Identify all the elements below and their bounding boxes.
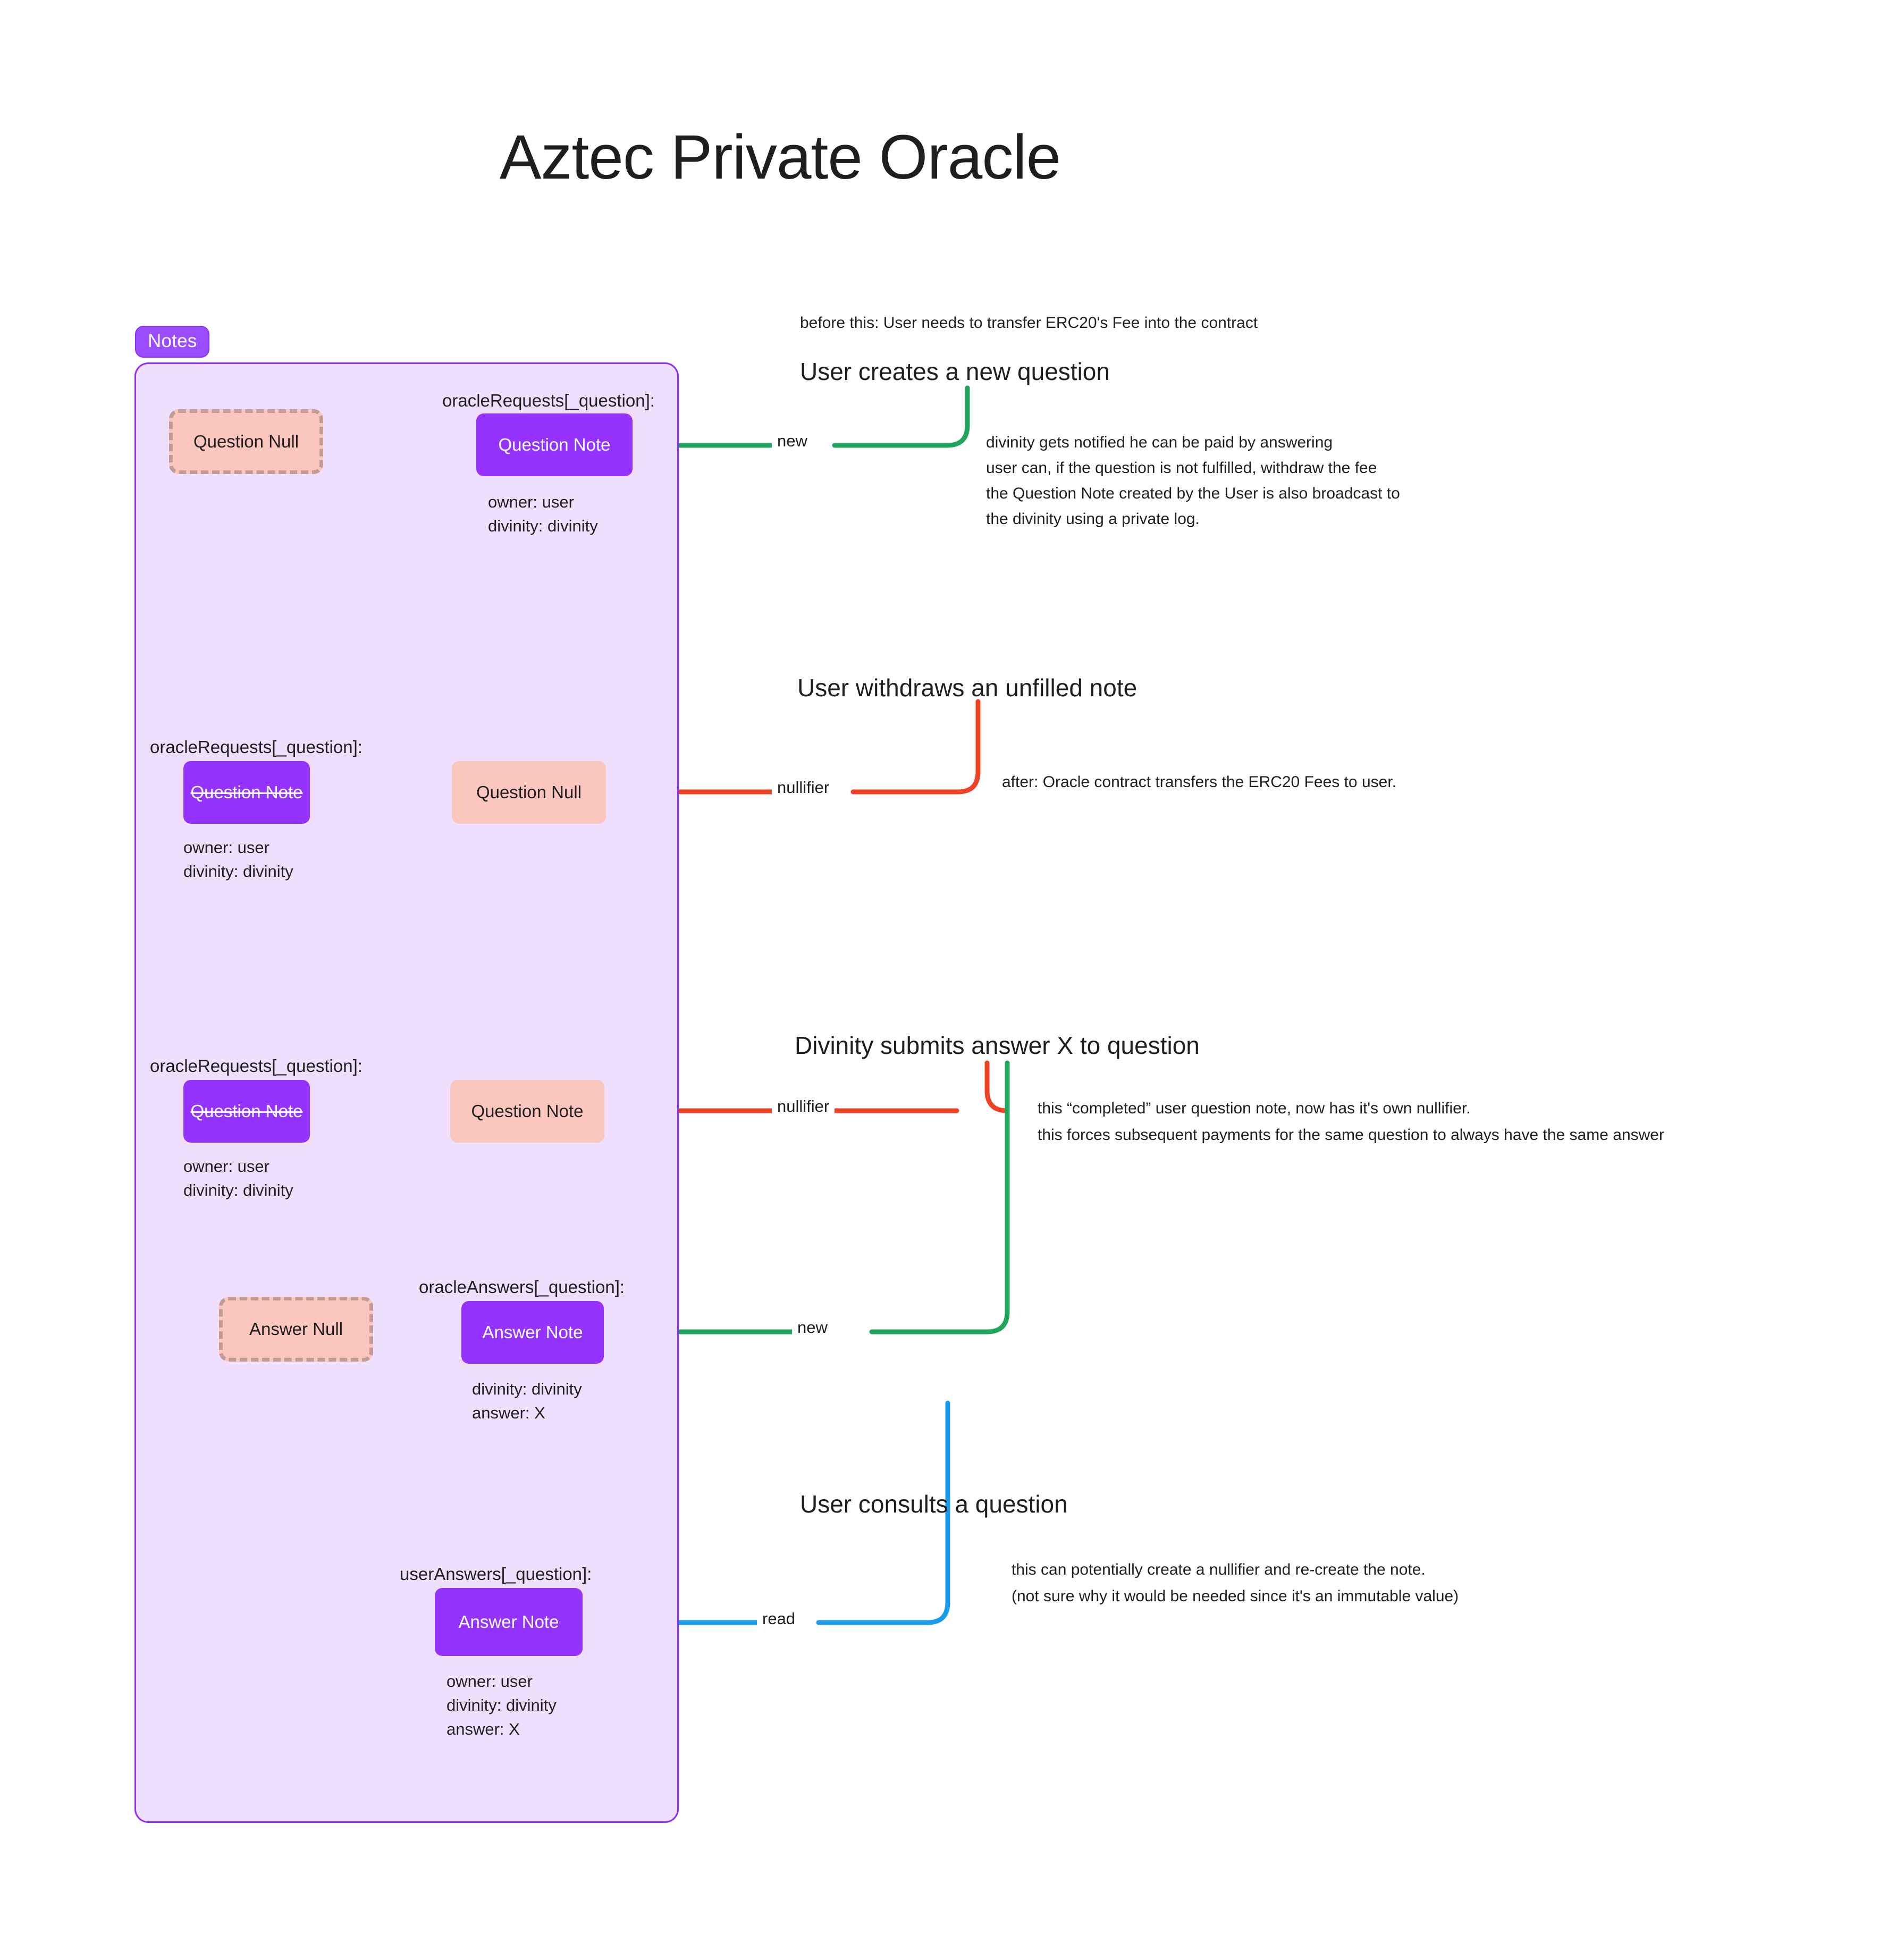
- section-1-target-box-label: Question Null: [193, 432, 299, 451]
- section-5-source-box-label: Answer Note: [458, 1612, 559, 1632]
- section-1-attr-2: divinity: divinity: [488, 516, 598, 535]
- section-4-edge-label: new: [792, 1318, 833, 1337]
- section-2-source-box: Question Null: [452, 761, 606, 824]
- section-1-edge-label: new: [772, 432, 813, 451]
- section-1-preamble: before this: User needs to transfer ERC2…: [800, 314, 1258, 332]
- section-5-attr-3: answer: X: [446, 1719, 520, 1738]
- section-1-attrs: owner: user divinity: divinity: [488, 491, 598, 538]
- section-2-target-box-label: Question Note: [190, 782, 303, 802]
- page-title: Aztec Private Oracle: [499, 122, 1061, 192]
- section-3-body-line-2: this forces subsequent payments for the …: [1038, 1126, 1664, 1144]
- section-2-source-box-label: Question Null: [476, 782, 582, 802]
- section-1-source-box: Question Note: [476, 413, 633, 476]
- section-3-source-box-label: Question Note: [471, 1101, 584, 1121]
- section-2-map-label: oracleRequests[_question]:: [150, 737, 363, 757]
- section-2-attrs: owner: user divinity: divinity: [183, 836, 293, 884]
- section-5-attr-1: owner: user: [446, 1672, 533, 1691]
- section-4-source-box: Answer Note: [461, 1301, 604, 1364]
- section-5-body-line-1: this can potentially create a nullifier …: [1012, 1561, 1426, 1578]
- section-2-edge-label: nullifier: [772, 778, 835, 797]
- section-3-target-box: Question Note: [183, 1080, 310, 1143]
- notes-badge: Notes: [135, 326, 210, 358]
- section-1-body-line-4: the divinity using a private log.: [986, 510, 1200, 528]
- section-5-edge-label: read: [757, 1609, 801, 1628]
- section-5-map-label: userAnswers[_question]:: [400, 1564, 592, 1584]
- section-1-body-line-3: the Question Note created by the User is…: [986, 485, 1400, 502]
- section-2-attr-2: divinity: divinity: [183, 861, 293, 881]
- section-3-heading: Divinity submits answer X to question: [795, 1032, 1200, 1059]
- section-3-target-box-label: Question Note: [190, 1101, 303, 1121]
- section-1-map-label: oracleRequests[_question]:: [442, 391, 655, 410]
- section-4-target-box: Answer Null: [219, 1297, 373, 1362]
- section-2-body-line-1: after: Oracle contract transfers the ERC…: [1002, 773, 1396, 791]
- section-4-map-label: oracleAnswers[_question]:: [419, 1277, 625, 1297]
- section-4-attrs: divinity: divinity answer: X: [472, 1378, 582, 1425]
- section-1-heading: User creates a new question: [800, 358, 1110, 385]
- section-4-attr-2: answer: X: [472, 1403, 545, 1422]
- section-3-edge-label: nullifier: [772, 1097, 835, 1116]
- section-3-source-box: Question Note: [450, 1080, 604, 1143]
- section-5-source-box: Answer Note: [435, 1588, 583, 1656]
- section-4-source-box-label: Answer Note: [482, 1322, 583, 1342]
- section-4-target-box-label: Answer Null: [249, 1319, 343, 1339]
- section-1-target-box: Question Null: [169, 409, 323, 474]
- section-5-attrs: owner: user divinity: divinity answer: X: [446, 1670, 557, 1742]
- section-3-map-label: oracleRequests[_question]:: [150, 1056, 363, 1076]
- section-3-body-line-1: this “completed” user question note, now…: [1038, 1100, 1471, 1117]
- section-4-attr-1: divinity: divinity: [472, 1380, 582, 1398]
- section-5-heading: User consults a question: [800, 1490, 1068, 1518]
- section-2-heading: User withdraws an unfilled note: [797, 674, 1137, 702]
- section-5-body-line-2: (not sure why it would be needed since i…: [1012, 1587, 1459, 1605]
- section-1-body-line-1: divinity gets notified he can be paid by…: [986, 434, 1333, 451]
- section-3-attrs: owner: user divinity: divinity: [183, 1155, 293, 1203]
- section-1-attr-1: owner: user: [488, 493, 574, 511]
- section-3-attr-1: owner: user: [183, 1157, 269, 1176]
- section-1-body-line-2: user can, if the question is not fulfill…: [986, 459, 1377, 477]
- section-1-source-box-label: Question Note: [498, 435, 611, 454]
- section-2-target-box: Question Note: [183, 761, 310, 824]
- section-5-attr-2: divinity: divinity: [446, 1695, 557, 1714]
- section-3-attr-2: divinity: divinity: [183, 1180, 293, 1199]
- section-2-attr-1: owner: user: [183, 838, 269, 857]
